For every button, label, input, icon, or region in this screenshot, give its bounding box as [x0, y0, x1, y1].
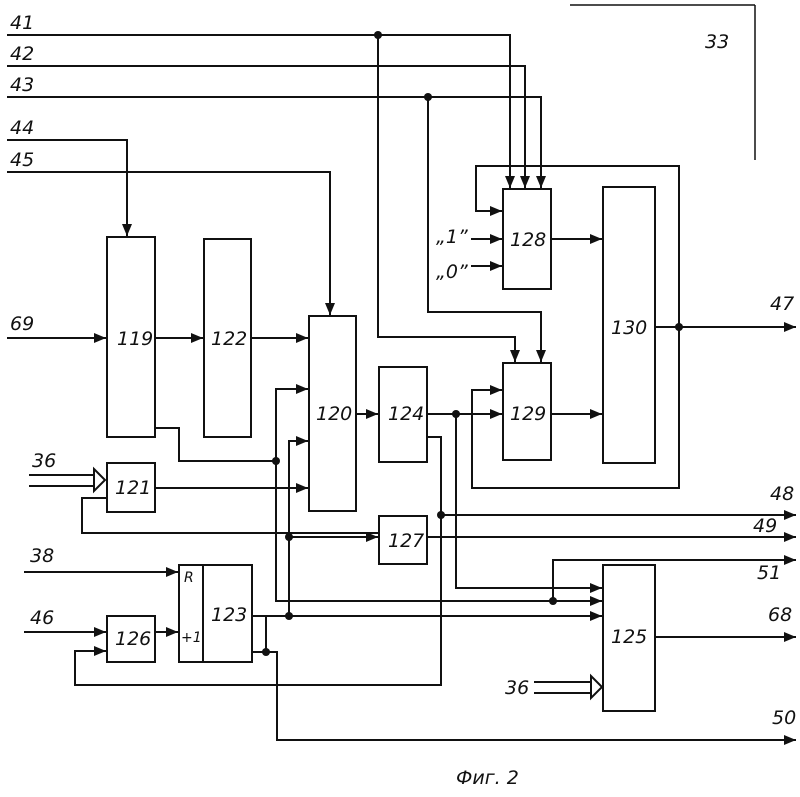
label-input-36a: 36: [32, 450, 56, 472]
wire-into-120-a: [276, 389, 307, 461]
label-input-38: 38: [30, 545, 54, 567]
label-output-51: 51: [757, 562, 781, 584]
label-block-119: 119: [117, 328, 153, 350]
wire-42: [8, 66, 525, 187]
wire-41: [8, 35, 510, 187]
label-const-1: „1”: [436, 226, 468, 248]
wire-36b-arrow: [591, 676, 602, 698]
label-output-48: 48: [770, 483, 794, 505]
wire-into-120-b: [289, 441, 307, 613]
junction-dot: [285, 533, 293, 541]
junction-dot: [452, 410, 460, 418]
wire-43: [8, 97, 541, 187]
label-input-44: 44: [10, 117, 34, 139]
label-block-125: 125: [611, 626, 647, 648]
label-input-41: 41: [10, 12, 34, 34]
label-output-68: 68: [768, 604, 792, 626]
label-input-46: 46: [30, 607, 54, 629]
label-input-69: 69: [10, 313, 34, 335]
label-block-123: 123: [211, 604, 247, 626]
label-block-129: 129: [510, 403, 546, 425]
junction-dot: [262, 648, 270, 656]
label-block-127: 127: [388, 530, 424, 552]
label-block-121: 121: [115, 477, 151, 499]
figure-caption: Фиг. 2: [456, 767, 519, 789]
junction-dot: [272, 457, 280, 465]
label-input-42: 42: [10, 43, 34, 65]
junction-dot: [374, 31, 382, 39]
label-const-0: „0”: [436, 261, 468, 283]
label-ref-33: 33: [705, 31, 729, 53]
label-block-130: 130: [611, 317, 647, 339]
label-block-124: 124: [388, 403, 424, 425]
junction-dot: [424, 93, 432, 101]
label-port-r: R: [184, 570, 194, 586]
label-port-plus1: +1: [181, 630, 202, 646]
label-input-43: 43: [10, 74, 34, 96]
label-output-47: 47: [770, 293, 794, 315]
wire-36a-arrow: [94, 469, 105, 491]
wire-45: [8, 172, 330, 314]
label-output-50: 50: [772, 707, 796, 729]
label-block-128: 128: [510, 229, 546, 251]
label-block-120: 120: [316, 403, 352, 425]
label-output-49: 49: [753, 515, 777, 537]
label-block-122: 122: [211, 328, 247, 350]
label-input-45: 45: [10, 149, 34, 171]
label-input-36b: 36: [505, 677, 529, 699]
label-block-126: 126: [115, 628, 151, 650]
junction-dot: [437, 511, 445, 519]
junction-dot: [549, 597, 557, 605]
junction-dot: [285, 612, 293, 620]
junction-dot: [675, 323, 683, 331]
